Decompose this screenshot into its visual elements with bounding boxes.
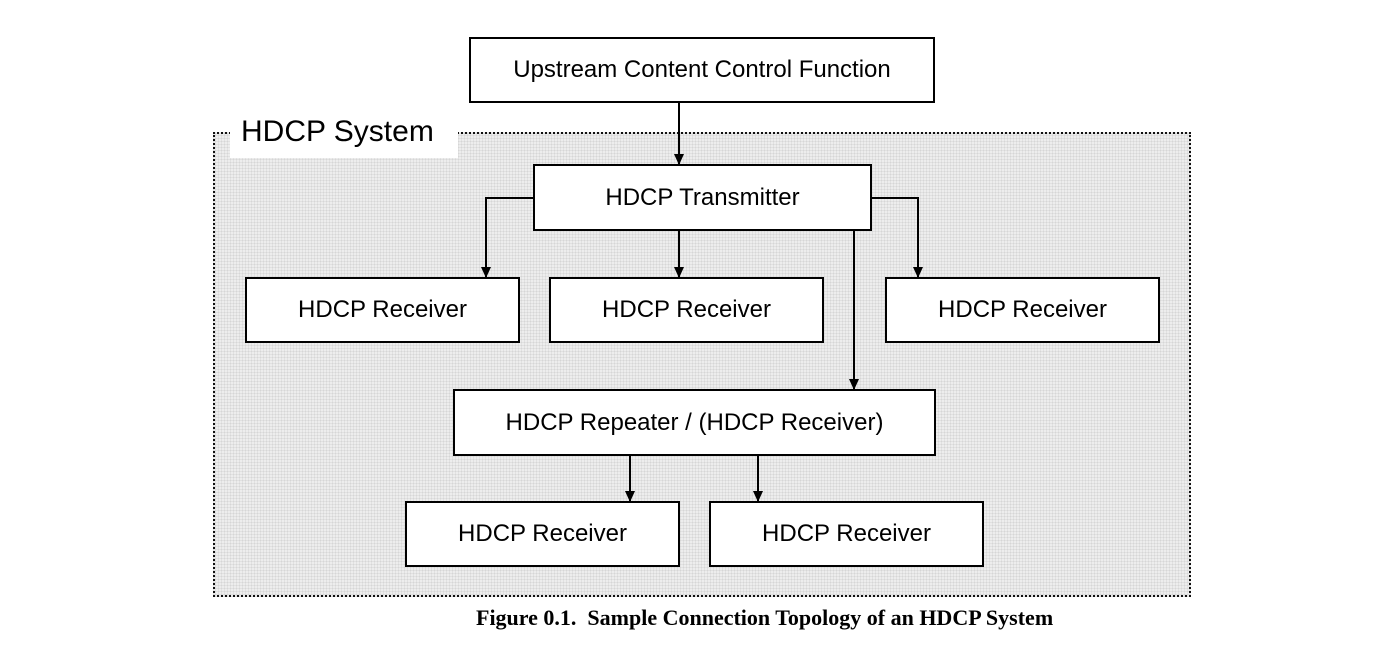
arrow-transmitter-to-receiver-1 [481,197,535,278]
hdcp-repeater-box: HDCP Repeater / (HDCP Receiver) [453,389,936,456]
upstream-content-control-box: Upstream Content Control Function [469,37,935,103]
hdcp-transmitter-box: HDCP Transmitter [533,164,872,231]
hdcp-receiver-box-5: HDCP Receiver [709,501,984,567]
hdcp-receiver-box-1: HDCP Receiver [245,277,520,343]
hdcp-receiver-box-3: HDCP Receiver [885,277,1160,343]
arrow-transmitter-to-receiver-3 [872,197,923,278]
hdcp-system-label: HDCP System [230,112,458,158]
figure-caption: Figure 0.1. Sample Connection Topology o… [476,605,1054,630]
hdcp-receiver-box-2: HDCP Receiver [549,277,824,343]
hdcp-receiver-box-4: HDCP Receiver [405,501,680,567]
